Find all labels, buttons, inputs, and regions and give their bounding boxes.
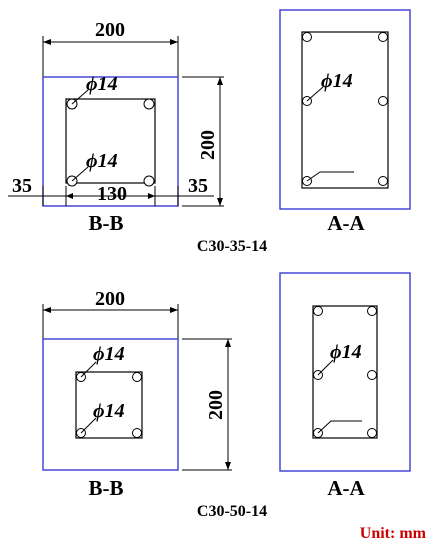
bar-label-1-bottom: ϕ14 xyxy=(86,150,118,172)
dim-label-width-2: 200 xyxy=(95,288,125,310)
bar-label-aa1: ϕ14 xyxy=(321,70,353,92)
bar-label-1-top: ϕ14 xyxy=(86,73,118,95)
unit-label: Unit: mm xyxy=(360,525,427,542)
leader-2-bottom xyxy=(80,417,97,434)
dim-arrow-right-1 xyxy=(170,39,178,45)
section-label-aa-2: A-A xyxy=(327,476,365,500)
section-bb-1: 200 ϕ14 ϕ14 200 35 130 35 B-B xyxy=(8,19,224,235)
bar-label-2-bottom: ϕ14 xyxy=(93,400,125,422)
rebar-aa2-4 xyxy=(367,370,377,380)
dim-label-width-1: 200 xyxy=(95,19,125,41)
dim-label-cover-right-1: 35 xyxy=(188,175,208,197)
leader-1-bottom xyxy=(71,166,89,182)
dim-arrow-left-2 xyxy=(43,307,51,313)
concrete-section-1 xyxy=(42,76,179,207)
bar-label-2-top: ϕ14 xyxy=(93,343,125,365)
concrete-section-2 xyxy=(42,338,179,471)
rebar-aa1-1 xyxy=(302,32,312,42)
leader-1-top xyxy=(71,89,89,105)
section-bb-2: 200 ϕ14 ϕ14 200 B-B xyxy=(42,288,232,500)
dim-arrow-right-2 xyxy=(170,307,178,313)
rebar-aa1-6 xyxy=(378,176,388,186)
rebar-2-br xyxy=(132,428,142,438)
specimen-caption-2: C30-50-14 xyxy=(197,503,267,520)
stirrup-2 xyxy=(75,371,143,439)
column-elevation-1 xyxy=(279,9,411,210)
section-label-bb-1: B-B xyxy=(88,211,123,235)
column-elevation-2 xyxy=(279,272,411,472)
specimen-caption-1: C30-35-14 xyxy=(197,238,267,255)
reinforcement-cage-2 xyxy=(312,305,378,439)
rebar-aa2-2 xyxy=(367,306,377,316)
section-aa-2: ϕ14 A-A xyxy=(279,272,411,500)
rebar-aa2-1 xyxy=(313,306,323,316)
rebar-aa1-2 xyxy=(378,32,388,42)
leader-aa1 xyxy=(306,86,324,102)
section-aa-1: ϕ14 A-A xyxy=(279,9,411,235)
dim-label-core-1: 130 xyxy=(97,183,127,205)
dim-label-cover-left-1: 35 xyxy=(12,175,32,197)
dim-arrow-top-1 xyxy=(217,77,223,85)
dim-arrow-top-2 xyxy=(225,339,231,347)
rebar-2-tr xyxy=(132,372,142,382)
core-arrow-right-1 xyxy=(148,193,155,199)
rebar-aa1-4 xyxy=(378,96,388,106)
rebar-1-tr xyxy=(143,98,155,110)
core-arrow-left-1 xyxy=(66,193,73,199)
leader-aa2 xyxy=(317,359,334,376)
dim-arrow-bottom-2 xyxy=(225,462,231,470)
stirrup-1 xyxy=(65,98,156,184)
stirrup-hook-aa1 xyxy=(306,171,354,182)
rebar-1-br xyxy=(143,175,155,187)
leader-2-top xyxy=(80,361,97,378)
bar-label-aa2: ϕ14 xyxy=(330,341,362,363)
dim-arrow-bottom-1 xyxy=(217,198,223,206)
section-label-bb-2: B-B xyxy=(88,476,123,500)
section-label-aa-1: A-A xyxy=(327,211,365,235)
dim-label-height-1: 200 xyxy=(197,130,219,160)
stirrup-hook-aa2 xyxy=(317,420,362,434)
rebar-aa2-6 xyxy=(367,428,377,438)
dim-label-height-2: 200 xyxy=(205,390,227,420)
dim-arrow-left-1 xyxy=(43,39,51,45)
reinforcement-cage-1 xyxy=(301,31,389,189)
